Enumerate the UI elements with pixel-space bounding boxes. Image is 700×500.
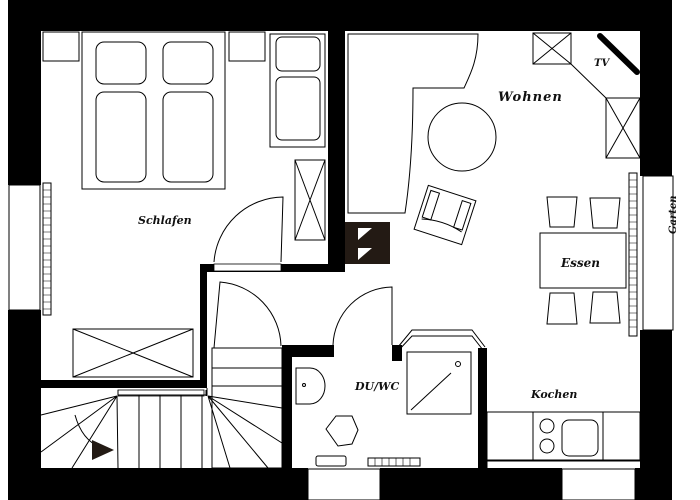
windows xyxy=(8,175,674,500)
shaft xyxy=(345,222,390,264)
stairs xyxy=(40,347,283,469)
stair-direction-arrow xyxy=(92,440,114,460)
living-furniture xyxy=(347,32,641,246)
room-label-wohnen: Wohnen xyxy=(498,90,563,105)
bed xyxy=(42,31,326,378)
label-garten: Garten xyxy=(668,195,679,234)
radiators xyxy=(42,172,638,467)
dining xyxy=(539,196,627,325)
outer-walls xyxy=(8,0,672,500)
kitchen xyxy=(486,411,641,468)
bathroom xyxy=(295,329,486,467)
label-tv: TV xyxy=(594,58,610,69)
room-label-kochen: Kochen xyxy=(531,388,578,401)
door-swings xyxy=(213,196,393,349)
room-label-essen: Essen xyxy=(561,256,601,270)
room-label-duwc: DU/WC xyxy=(355,380,400,393)
room-label-schlafen: Schlafen xyxy=(138,214,192,227)
